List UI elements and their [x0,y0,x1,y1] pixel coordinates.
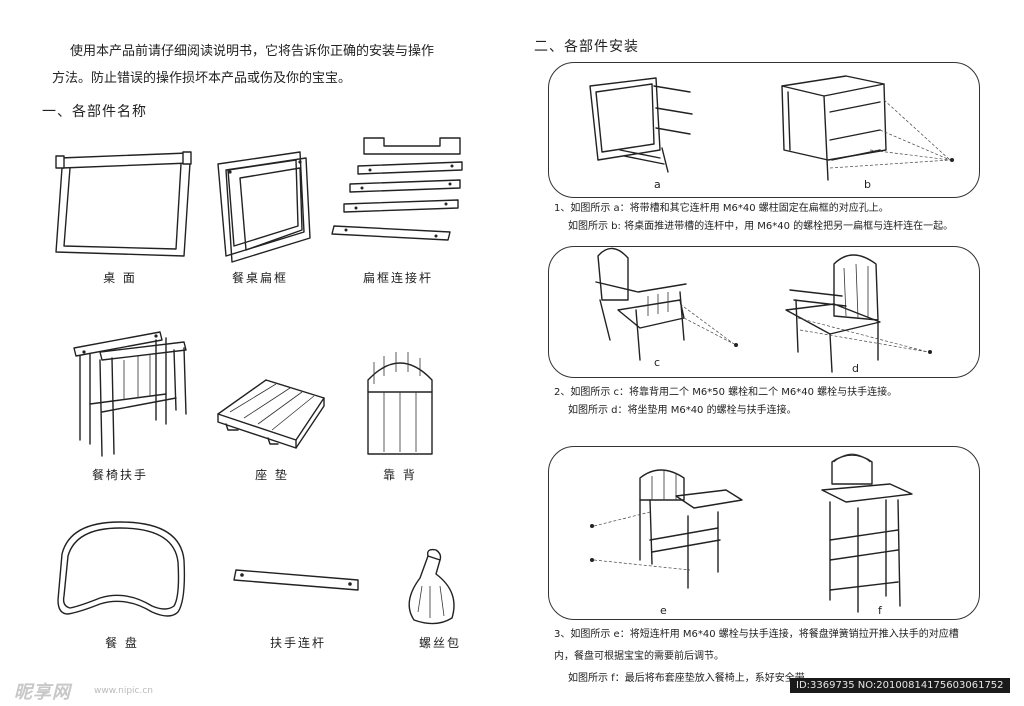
assembly-figure-b [781,75,954,181]
arm-link-illustration [233,569,359,591]
caption-side-frame: 餐桌扁框 [231,271,288,285]
caption-seat: 座 垫 [255,468,289,482]
parts-illustrations [55,137,463,625]
intro-line-2: 方法。防止错误的操作损坏本产品或伤及你的宝宝。 [52,71,352,86]
step-2-d: 如图所示 d：将坐垫用 M6*40 的螺栓与扶手连接。 [568,405,797,416]
side-frame-illustration [217,151,311,263]
panel-ab [548,62,980,198]
caption-connecting-rod: 扁框连接杆 [362,271,433,285]
caption-backrest: 靠 背 [383,468,417,482]
figure-label-d: d [852,362,859,375]
assembly-figure-d [785,254,932,373]
seat-illustration [217,379,325,449]
caption-tabletop: 桌 面 [103,271,137,285]
watermark-id-bar: ID:3369735 NO:20100814175603061752 [790,678,1010,693]
tray-illustration [57,521,186,617]
section-1-title: 一、各部件名称 [42,104,147,120]
figure-label-a: a [654,178,661,191]
caption-screw-bag: 螺丝包 [418,636,461,650]
figure-label-b: b [864,178,871,191]
backrest-illustration [367,352,433,455]
tabletop-illustration [55,151,192,257]
screw-bag-illustration [408,548,455,625]
step-2-c: 2、如图所示 c：将靠背用二个 M6*50 螺栓和二个 M6*40 螺栓与扶手连… [554,387,898,398]
watermark-url: www.nipic.cn [94,686,153,696]
watermark-logo: 昵享网 [14,682,71,703]
intro-text: 使用本产品前请仔细阅读说明书，它将告诉你正确的安装与操作 方法。防止错误的操作损… [52,38,472,92]
step-1-b: 如图所示 b: 将桌面推进带槽的连杆中，用 M6*40 的螺栓把另一扁框与连杆连… [568,221,954,232]
assembly-figure-f [821,453,913,613]
step-3-e: 3、如图所示 e：将短连杆用 M6*40 螺栓与扶手连接，将餐盘弹簧销拉开推入扶… [554,629,959,640]
caption-armrest: 餐椅扶手 [91,468,148,482]
section-2-title: 二、各部件安装 [534,39,639,55]
assembly-figure-c [595,247,738,361]
step-3-e-cont: 内，餐盘可根据宝宝的需要前后调节。 [554,651,724,662]
panel-ef [548,446,980,620]
caption-tray: 餐 盘 [105,636,139,650]
step-1-a: 1、如图所示 a：将带槽和其它连杆用 M6*40 螺柱固定在扁框的对应孔上。 [554,203,889,214]
figure-label-f: f [878,604,882,617]
figure-label-c: c [654,356,661,369]
armrest-illustration [73,331,187,457]
step-3-f: 如图所示 f：最后将布套座垫放入餐椅上，系好安全带。 [568,673,815,684]
assembly-figure-e [590,469,743,589]
intro-line-1: 使用本产品前请仔细阅读说明书，它将告诉你正确的安装与操作 [70,44,435,59]
assembly-figure-a [589,77,693,173]
connecting-rods-illustration [331,137,463,241]
caption-arm-link: 扶手连杆 [269,636,326,650]
figure-label-e: e [660,604,667,617]
